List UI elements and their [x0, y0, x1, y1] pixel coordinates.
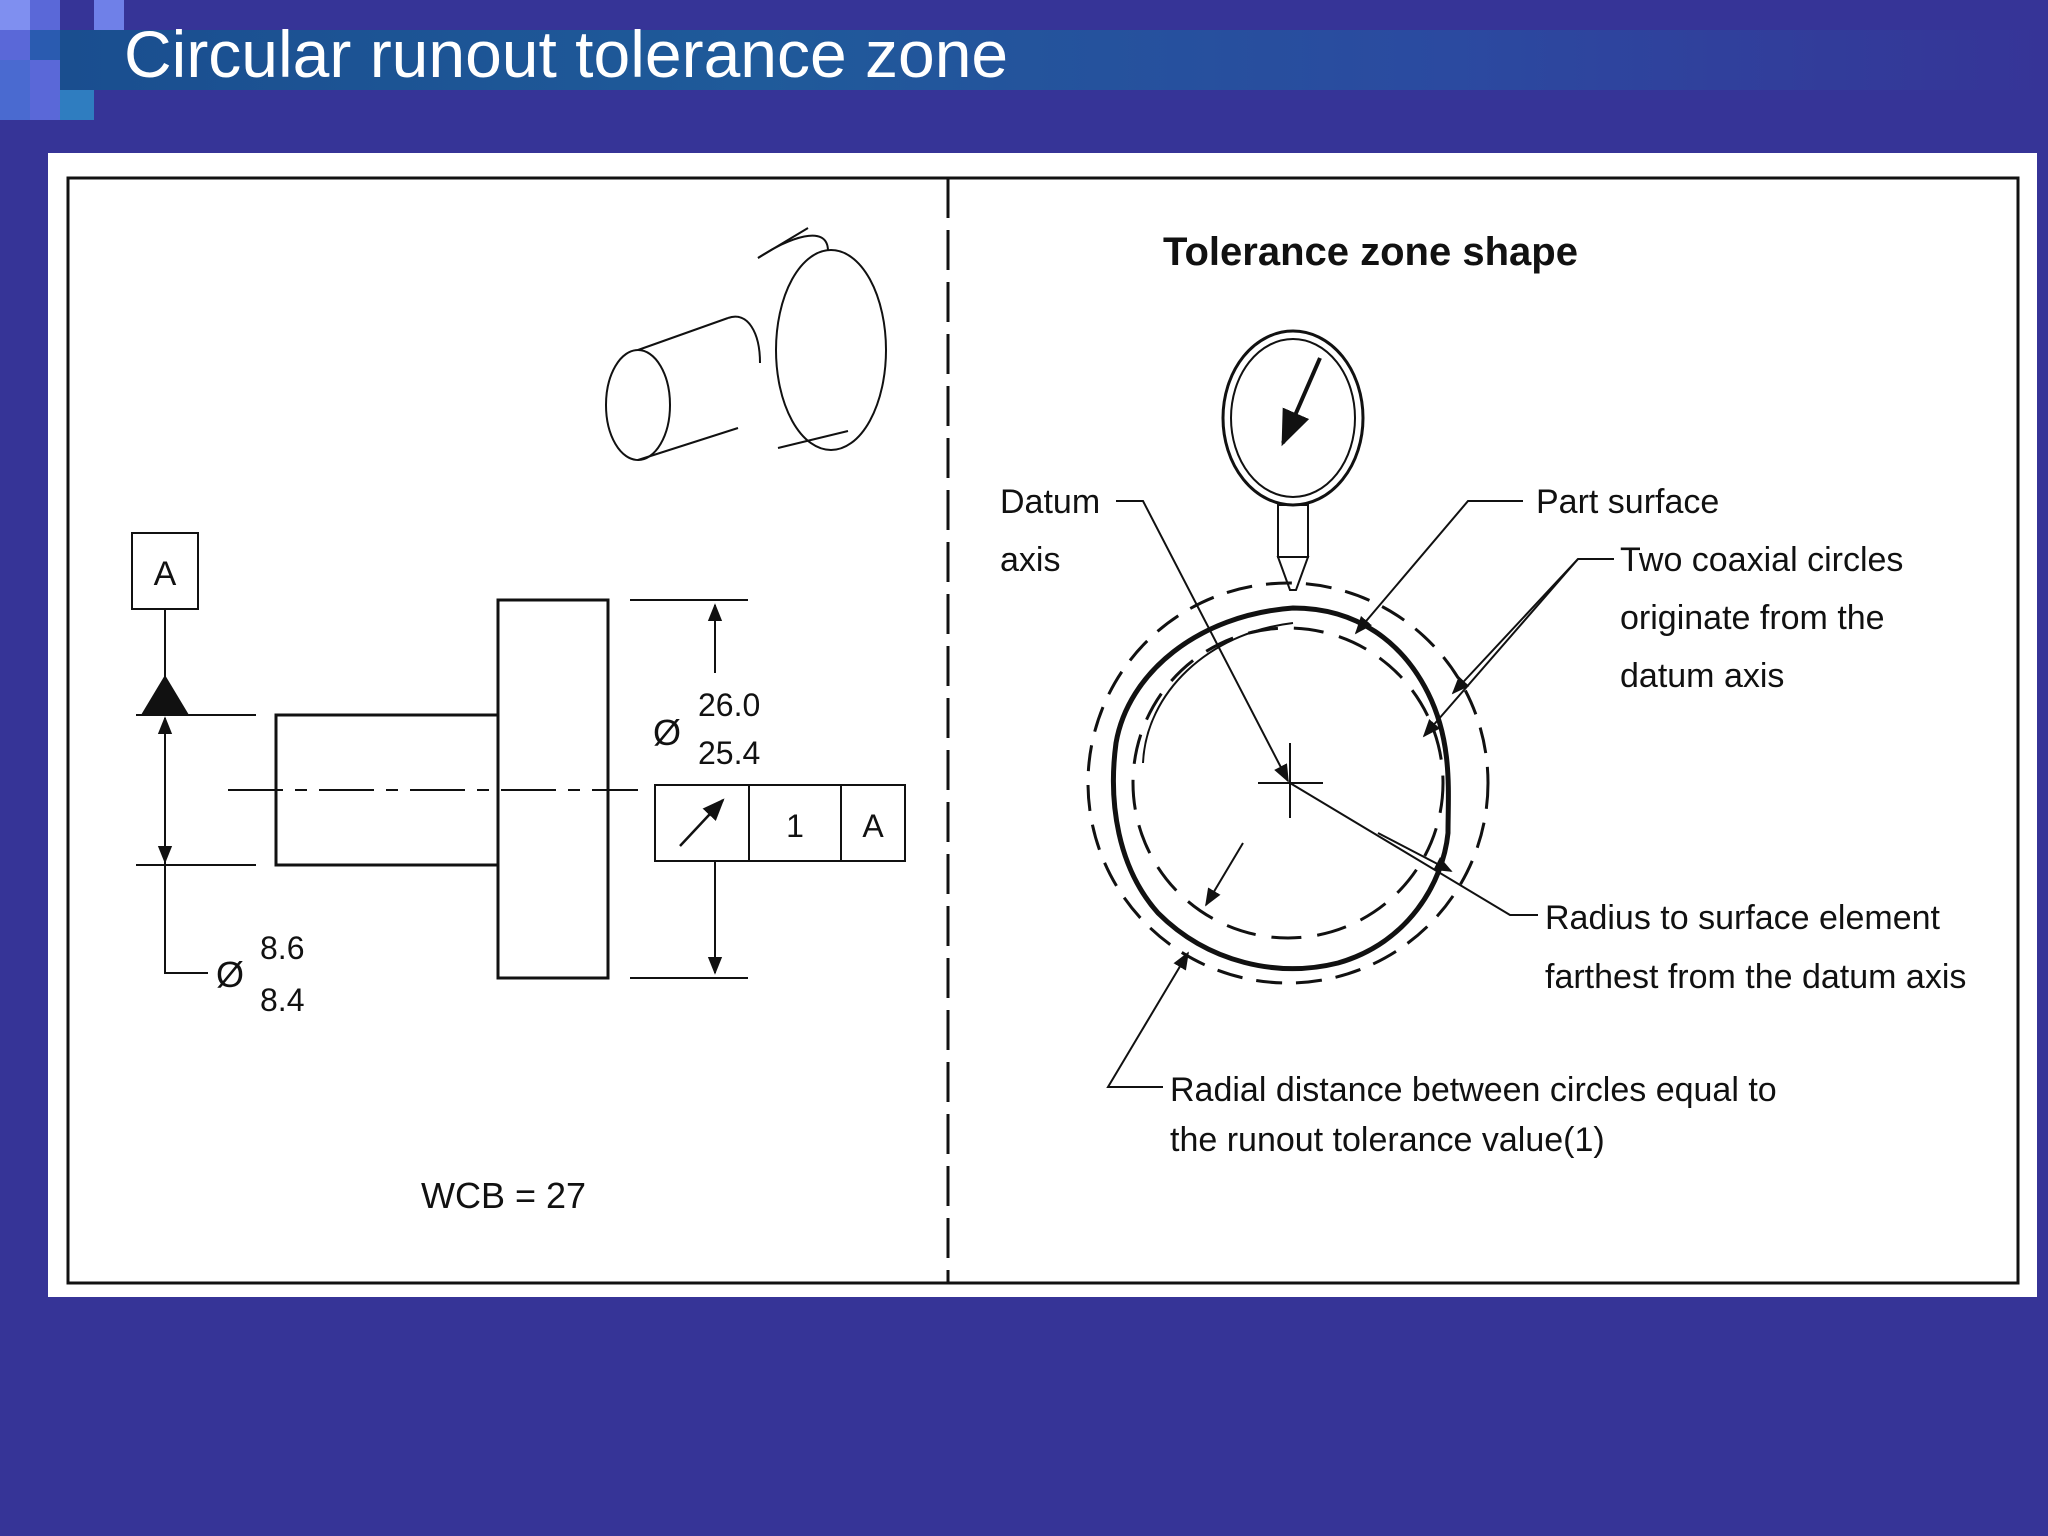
- radial-distance-line1: Radial distance between circles equal to: [1170, 1071, 1777, 1109]
- coaxial-label-line3: datum axis: [1620, 657, 1784, 695]
- datum-axis-leader: [1116, 500, 1289, 783]
- small-diameter-max: 8.6: [260, 930, 304, 966]
- part-surface-leader: [1354, 500, 1523, 635]
- small-diameter-symbol: Ø: [216, 954, 244, 995]
- figure-drawing: A Ø 8.6 8.4 Ø 26.0 25.4 1: [66, 176, 2020, 1285]
- datum-axis-label-line2: axis: [1000, 541, 1060, 579]
- large-diameter-symbol: Ø: [653, 712, 681, 753]
- radial-distance-leader: [1106, 951, 1189, 1088]
- coaxial-leader: [1451, 558, 1614, 695]
- title-bar: [60, 30, 2048, 90]
- tolerance-zone-heading: Tolerance zone shape: [1163, 230, 1578, 274]
- part-surface-label: Part surface: [1536, 483, 1719, 521]
- wcb-label: WCB = 27: [421, 1175, 586, 1216]
- radius-label-line1: Radius to surface element: [1545, 899, 1941, 937]
- isometric-part-sketch: [605, 227, 887, 461]
- inner-radius-arrow: [1205, 842, 1244, 907]
- feature-control-frame: 1 A: [654, 784, 906, 862]
- tolerance-circles: [1086, 581, 1490, 985]
- coaxial-label-line1: Two coaxial circles: [1620, 541, 1903, 579]
- title-band: Circular runout tolerance zone: [0, 0, 2048, 120]
- small-diameter-min: 8.4: [260, 982, 304, 1018]
- decor-square: [0, 0, 30, 30]
- coaxial-leader: [1422, 558, 1579, 738]
- fcf-tolerance: 1: [786, 808, 804, 844]
- part-surface-outline: [1110, 605, 1451, 972]
- decor-square: [30, 30, 60, 60]
- small-diameter-leader: [164, 862, 208, 974]
- large-diameter-max: 26.0: [698, 687, 760, 723]
- decor-square: [0, 60, 30, 120]
- datum-feature-label: A: [154, 555, 177, 593]
- slide-title: Circular runout tolerance zone: [124, 17, 1009, 91]
- radius-arrow: [1377, 832, 1453, 872]
- radius-leader: [1289, 782, 1538, 916]
- datum-axis-label-line1: Datum: [1000, 483, 1100, 521]
- inner-coaxial-circle: [1131, 626, 1445, 940]
- decor-square: [94, 0, 124, 30]
- runout-arrow-icon: [679, 798, 725, 847]
- fcf-datum: A: [862, 808, 884, 844]
- large-diameter-min: 25.4: [698, 735, 760, 771]
- coaxial-label-line2: originate from the: [1620, 599, 1885, 637]
- radius-label-line2: farthest from the datum axis: [1545, 958, 1966, 996]
- outer-frame: [66, 176, 2020, 1285]
- radial-distance-line2: the runout tolerance value(1): [1170, 1121, 1605, 1159]
- datum-triangle: [141, 675, 189, 715]
- dial-indicator-icon: [1221, 329, 1365, 591]
- outer-coaxial-circle: [1086, 581, 1490, 985]
- figure-panel: A Ø 8.6 8.4 Ø 26.0 25.4 1: [48, 153, 2037, 1297]
